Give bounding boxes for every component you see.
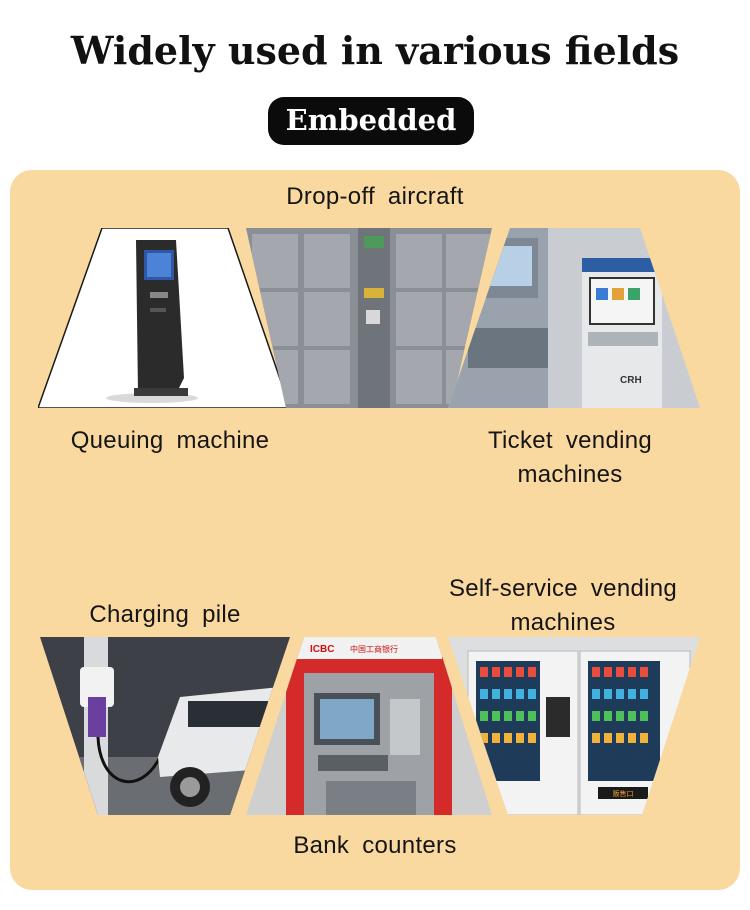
label-charging-pile: Charging pile bbox=[89, 601, 241, 628]
icbc-brand-text: ICBC bbox=[310, 644, 334, 655]
label-ticket-vending-machines: Ticket vending machines bbox=[487, 427, 653, 488]
vending-sign-text: 贩售口 bbox=[613, 789, 634, 798]
ticket-vending-photo: CRH bbox=[448, 228, 700, 408]
embedded-badge: Embedded bbox=[268, 97, 474, 145]
charging-pile-photo bbox=[40, 637, 290, 815]
label-queuing-machine: Queuing machine bbox=[70, 427, 270, 454]
icbc-chinese-text: 中国工商银行 bbox=[350, 644, 398, 654]
queuing-machine-photo bbox=[38, 228, 290, 408]
page-title: Widely used in various fields bbox=[70, 28, 680, 73]
bank-counter-photo: ICBC 中国工商银行 bbox=[246, 637, 492, 815]
label-self-service-vending-machines: Self-service vending machines bbox=[448, 575, 678, 636]
vending-machines-photo: 贩售口 bbox=[448, 637, 700, 815]
label-drop-off-aircraft: Drop-off aircraft bbox=[286, 183, 464, 210]
label-bank-counters: Bank counters bbox=[293, 832, 457, 859]
crh-brand-text: CRH bbox=[620, 375, 642, 386]
